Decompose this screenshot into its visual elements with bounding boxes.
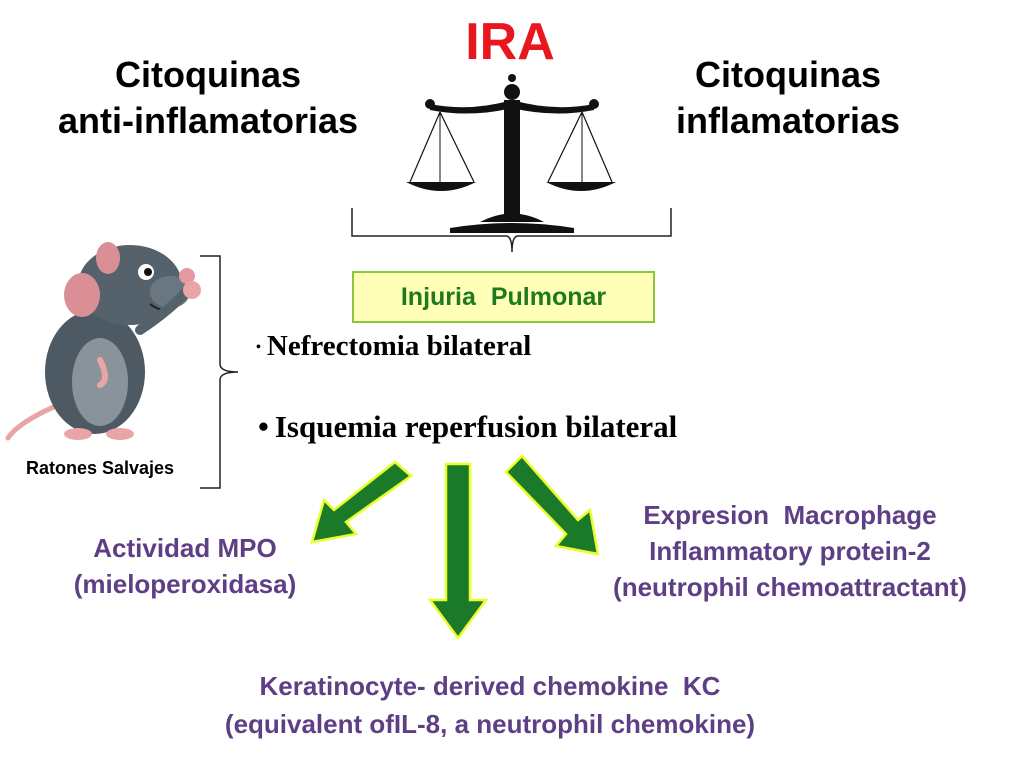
outcome-left: Actividad MPO (mieloperoxidasa) (40, 530, 330, 602)
left-heading-line1: Citoquinas (115, 54, 301, 95)
outcome-left-line2: (mieloperoxidasa) (73, 569, 297, 599)
rat-illustration (5, 242, 201, 441)
right-heading: Citoquinas inflamatorias (640, 52, 936, 144)
outcome-bottom: Keratinocyte- derived chemokine KC (equi… (130, 667, 850, 743)
page-title: IRA (465, 13, 555, 71)
outcome-bottom-line1: Keratinocyte- derived chemokine KC (259, 671, 721, 701)
rat-caption: Ratones Salvajes (25, 458, 175, 478)
bullet-item-1: • Nefrectomia bilateral (256, 330, 531, 363)
bullet-marker: • (256, 340, 261, 356)
injury-box-label: Injuria Pulmonar (400, 282, 607, 311)
outcome-right-line3: (neutrophil chemoattractant) (613, 572, 967, 602)
outcome-right: Expresion Macrophage Inflammatory protei… (580, 497, 1000, 605)
right-heading-line2: inflamatorias (675, 100, 901, 141)
right-heading-line1: Citoquinas (695, 54, 881, 95)
left-heading-line2: anti-inflamatorias (57, 100, 359, 141)
bullet-text: Isquemia reperfusion bilateral (274, 409, 678, 444)
outcome-bottom-line2: (equivalent ofIL-8, a neutrophil chemoki… (224, 709, 756, 739)
left-heading: Citoquinas anti-inflamatorias (20, 52, 396, 144)
brace-icon (351, 208, 672, 253)
outcome-right-line2: Inflammatory protein-2 (649, 536, 931, 566)
balance-scale-icon (406, 74, 616, 233)
brace-icon (200, 255, 239, 489)
bullet-text: Nefrectomia bilateral (266, 330, 532, 362)
outcome-right-line1: Expresion Macrophage (643, 500, 937, 530)
outcome-left-line1: Actividad MPO (93, 533, 277, 563)
bullet-item-2: •Isquemia reperfusion bilateral (258, 409, 677, 445)
bullet-marker: • (258, 409, 269, 444)
injury-box: Injuria Pulmonar (352, 271, 655, 323)
down-arrow-icon (310, 454, 600, 641)
